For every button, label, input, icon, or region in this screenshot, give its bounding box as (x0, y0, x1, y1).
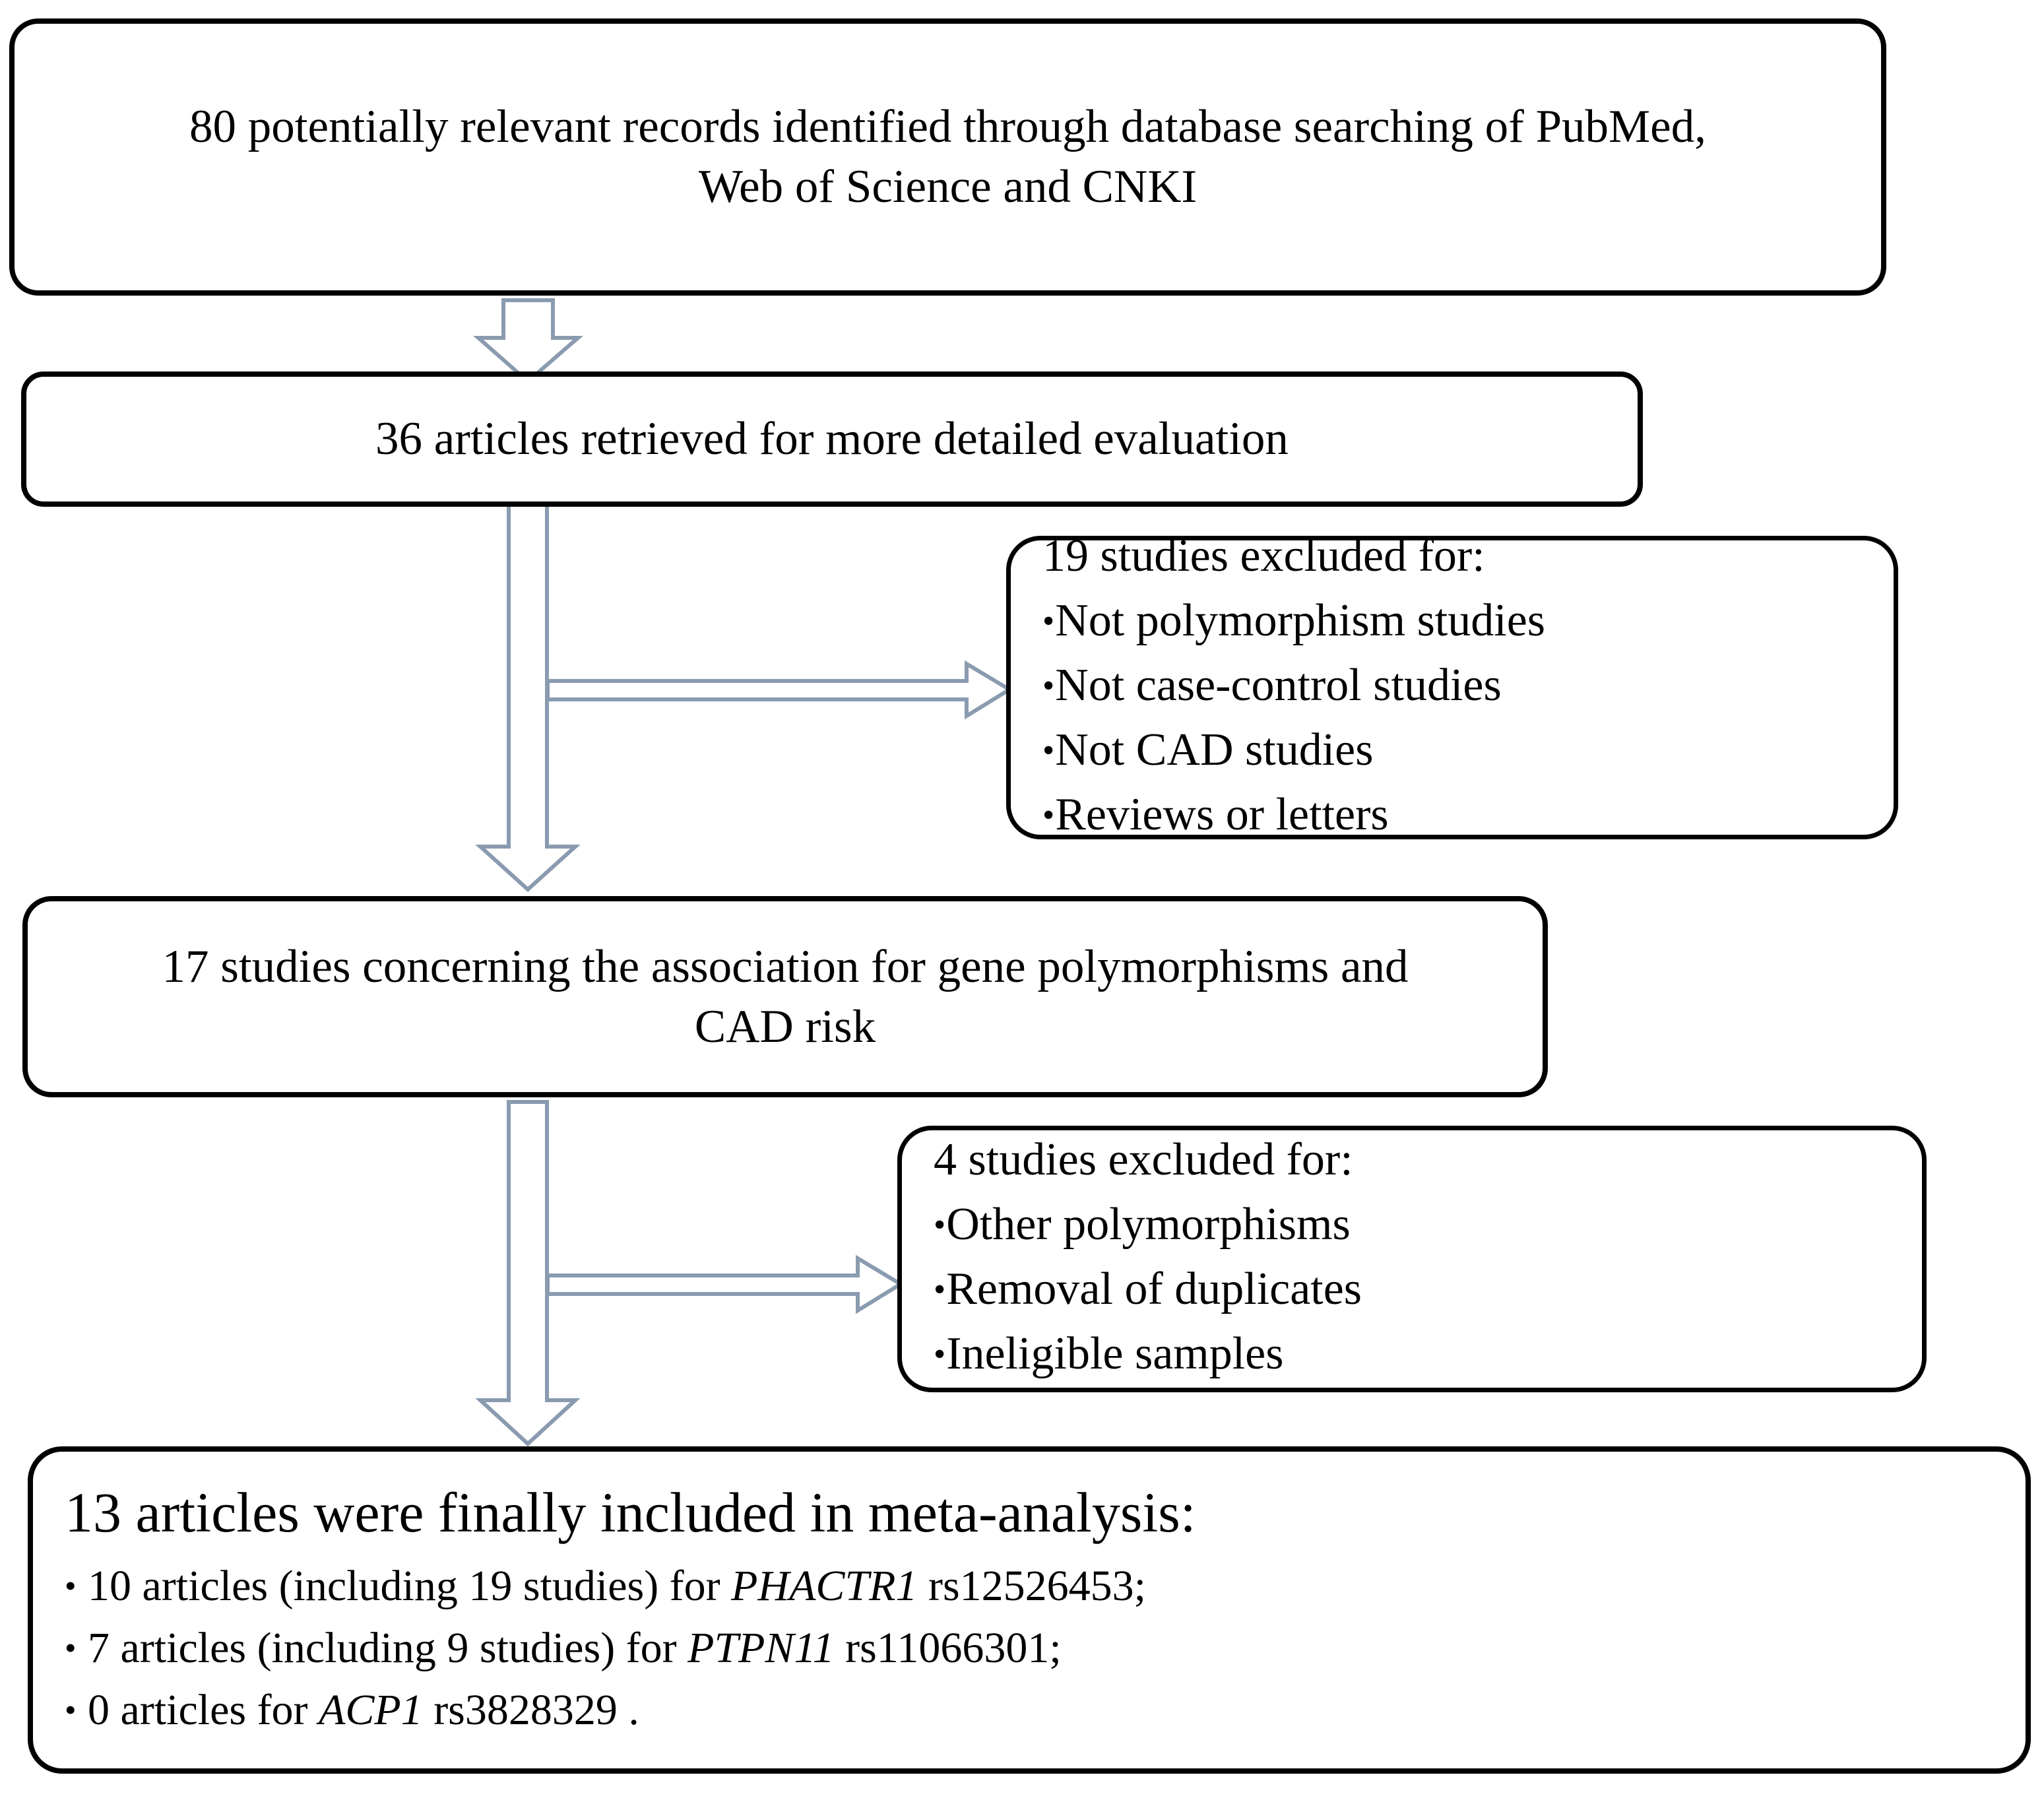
excluded-first-reason-list: Not polymorphism studies Not case-contro… (1011, 589, 1894, 847)
excluded-second-heading: 4 studies excluded for: (934, 1134, 1353, 1186)
gene-name: PTPN11 (687, 1623, 835, 1672)
arrow-to-excluded-second (546, 1254, 905, 1314)
arrow-identified-to-retrieved (473, 298, 584, 384)
excluded-first-heading: 19 studies excluded for: (1042, 531, 1485, 582)
list-item: 7 articles (including 9 studies) for PTP… (65, 1617, 2026, 1679)
final-item-list: 10 articles (including 19 studies) for P… (33, 1555, 2026, 1741)
box-articles-retrieved-text: 36 articles retrieved for more detailed … (375, 413, 1289, 465)
final-item-suffix: rs12526453; (917, 1562, 1146, 1611)
final-item-suffix: rs3828329 . (422, 1685, 639, 1734)
arrow-retrieved-to-association (475, 503, 581, 893)
box-excluded-second: 4 studies excluded for: Other polymorphi… (897, 1126, 1927, 1392)
gene-name: ACP1 (319, 1685, 423, 1734)
arrow-to-excluded-first (546, 660, 1013, 720)
box-articles-retrieved: 36 articles retrieved for more detailed … (21, 371, 1643, 507)
list-item: 0 articles for ACP1 rs3828329 . (65, 1679, 2026, 1741)
excluded-second-reason-list: Other polymorphisms Removal of duplicate… (902, 1192, 1922, 1386)
box-studies-association: 17 studies concerning the association fo… (22, 896, 1548, 1097)
list-item: Removal of duplicates (934, 1257, 1922, 1322)
list-item: 10 articles (including 19 studies) for P… (65, 1555, 2026, 1617)
gene-name: PHACTR1 (731, 1562, 918, 1611)
list-item: Ineligible samples (934, 1322, 1922, 1386)
list-item: Not polymorphism studies (1042, 589, 1894, 653)
final-heading: 13 articles were finally included in met… (65, 1480, 1196, 1544)
box-final-included: 13 articles were finally included in met… (28, 1446, 2031, 1774)
final-item-prefix: 7 articles (including 9 studies) for (88, 1623, 688, 1672)
box-records-identified: 80 potentially relevant records identifi… (9, 18, 1886, 296)
list-item: Not case-control studies (1042, 653, 1894, 718)
box-records-identified-text: 80 potentially relevant records identifi… (189, 101, 1706, 212)
final-item-prefix: 0 articles for (88, 1685, 319, 1734)
final-item-suffix: rs11066301; (834, 1623, 1062, 1672)
box-studies-association-text: 17 studies concerning the association fo… (162, 940, 1409, 1052)
arrow-association-to-final (475, 1100, 581, 1447)
list-item: Reviews or letters (1042, 783, 1894, 847)
list-item: Other polymorphisms (934, 1192, 1922, 1257)
final-item-prefix: 10 articles (including 19 studies) for (88, 1562, 732, 1611)
list-item: Not CAD studies (1042, 718, 1894, 783)
box-excluded-first: 19 studies excluded for: Not polymorphis… (1006, 531, 1898, 840)
